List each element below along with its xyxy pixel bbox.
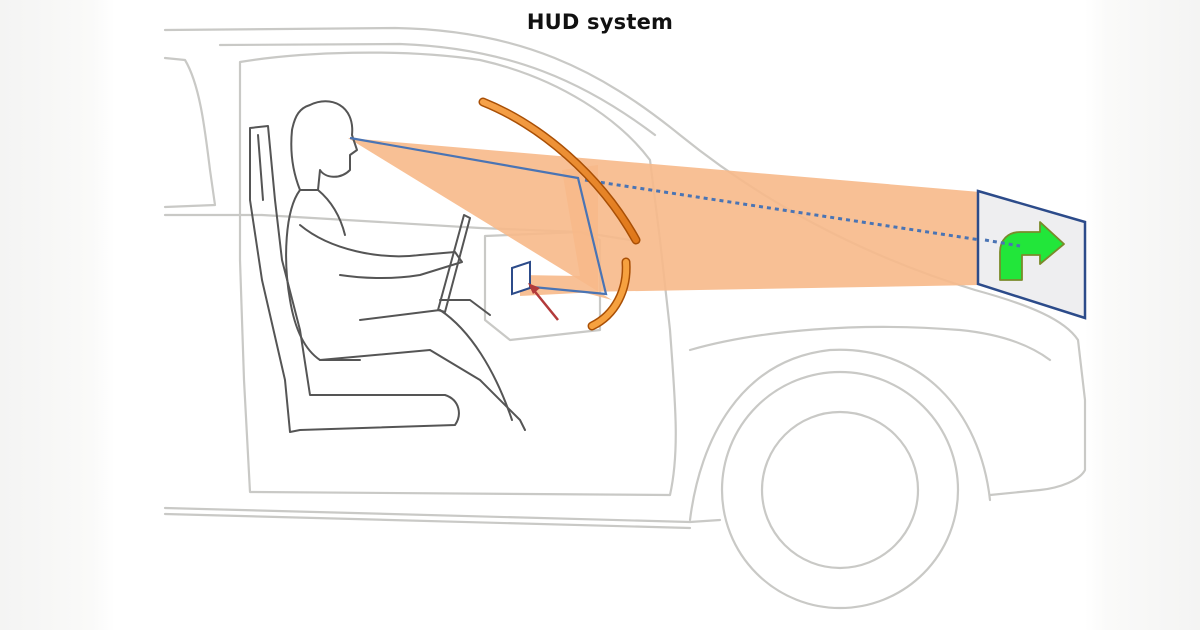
concave-mirror-fill — [589, 259, 630, 329]
driver-head — [290, 100, 358, 191]
driver-thigh-upper — [359, 309, 513, 421]
front-wheel — [720, 370, 960, 610]
hood-crease — [688, 325, 1052, 362]
driver-thigh — [319, 349, 526, 431]
driver-arm — [299, 224, 463, 280]
left-margin — [0, 0, 115, 630]
car-roof-inner-line — [218, 42, 657, 137]
sightline-overlay — [984, 238, 1021, 248]
display-unit — [511, 260, 531, 296]
turn-right-arrow-icon — [999, 221, 1065, 281]
driver-lower-leg — [439, 299, 491, 316]
optical-path — [349, 136, 1021, 296]
rim — [760, 410, 920, 570]
beam-internal-path — [520, 165, 598, 296]
rocker-line — [163, 512, 692, 530]
eye-to-mirror-line — [349, 136, 608, 296]
driver-torso — [285, 189, 361, 361]
beam-to-virtual-image — [348, 138, 980, 300]
arrow-pointer-icon — [528, 283, 559, 321]
windshield-combiner-fill — [480, 99, 639, 243]
front-door-frame — [238, 51, 677, 497]
tire-outer — [720, 370, 960, 610]
driver-back — [317, 189, 346, 236]
light-beam — [348, 138, 980, 300]
car-outline — [163, 26, 1087, 530]
right-margin — [1085, 0, 1200, 630]
diagram-title: HUD system — [526, 10, 674, 34]
rear-window-frame — [163, 56, 217, 209]
front-wheel-arch — [688, 348, 992, 522]
steering-wheel — [437, 214, 471, 313]
seat-back-line — [257, 134, 264, 201]
seat — [249, 125, 460, 433]
car-lower-line — [163, 506, 722, 524]
virtual-image-sightline — [584, 178, 1021, 248]
driver-figure — [249, 100, 526, 433]
